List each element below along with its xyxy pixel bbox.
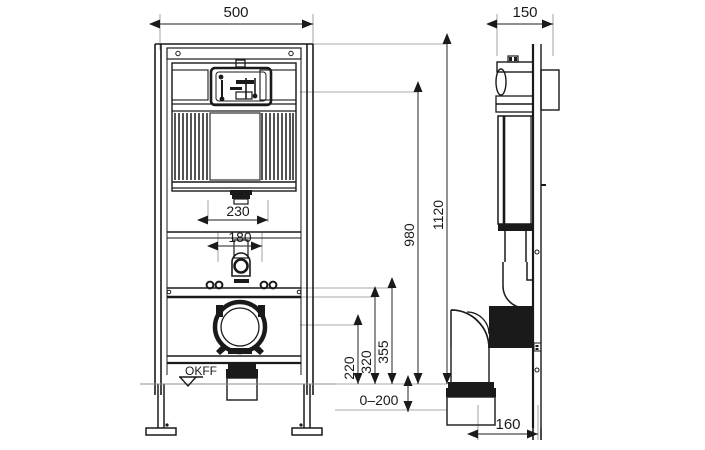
vertical-dimension-stack: 220 320 355 980 1120 0–200 [341, 33, 452, 412]
dimension-220-label: 220 [341, 356, 357, 380]
side-drain-elbow [450, 262, 533, 349]
cistern-ribs-right [261, 113, 294, 180]
dimension-320: 320 [358, 286, 380, 384]
front-view: OKFF 500 230 180 220 320 [140, 4, 452, 436]
dimension-500: 500 [149, 4, 313, 29]
side-bottom-stub [446, 348, 496, 426]
dimension-1120-label: 1120 [430, 200, 446, 230]
frame-uprights [154, 43, 314, 395]
floor-level-marker: OKFF [140, 364, 335, 388]
dimension-220: 220 [341, 314, 363, 384]
okff-label: OKFF [185, 364, 217, 378]
dimension-230-label: 230 [226, 203, 250, 219]
side-cistern [495, 55, 534, 262]
wc-fixing-bolts [205, 280, 278, 290]
dimension-180-label: 180 [228, 229, 252, 245]
dimension-980-label: 980 [401, 223, 417, 247]
dimension-980: 980 [401, 81, 423, 384]
dimension-0-200: 0–200 [360, 375, 413, 412]
dimension-500-label: 500 [223, 4, 248, 21]
dimension-160-label: 160 [495, 416, 520, 433]
dimension-1120: 1120 [430, 33, 452, 384]
level-triangle-icon [179, 376, 197, 388]
cistern-body [171, 62, 297, 192]
dimension-150-label: 150 [512, 4, 537, 21]
dimension-230: 230 [197, 203, 268, 225]
soil-pipe-opening [212, 299, 268, 355]
side-view: 150 160 [446, 4, 560, 440]
bottom-outlet-stub [226, 363, 258, 401]
dimension-160: 160 [467, 416, 538, 439]
frame-mid-rails [166, 231, 302, 365]
flush-pipe-spigot [230, 190, 252, 205]
dimension-320-label: 320 [358, 350, 374, 374]
inspection-opening-detail [209, 59, 273, 107]
dimension-355-label: 355 [375, 340, 391, 364]
dimension-0-200-label: 0–200 [360, 392, 399, 408]
dimension-150: 150 [486, 4, 553, 29]
cistern-ribs-left [174, 113, 208, 180]
front-extension-lines [140, 14, 447, 411]
frame-feet [145, 384, 323, 436]
dimension-180: 180 [207, 229, 262, 251]
dimension-355: 355 [375, 277, 397, 384]
side-mounting-rail [531, 44, 560, 428]
